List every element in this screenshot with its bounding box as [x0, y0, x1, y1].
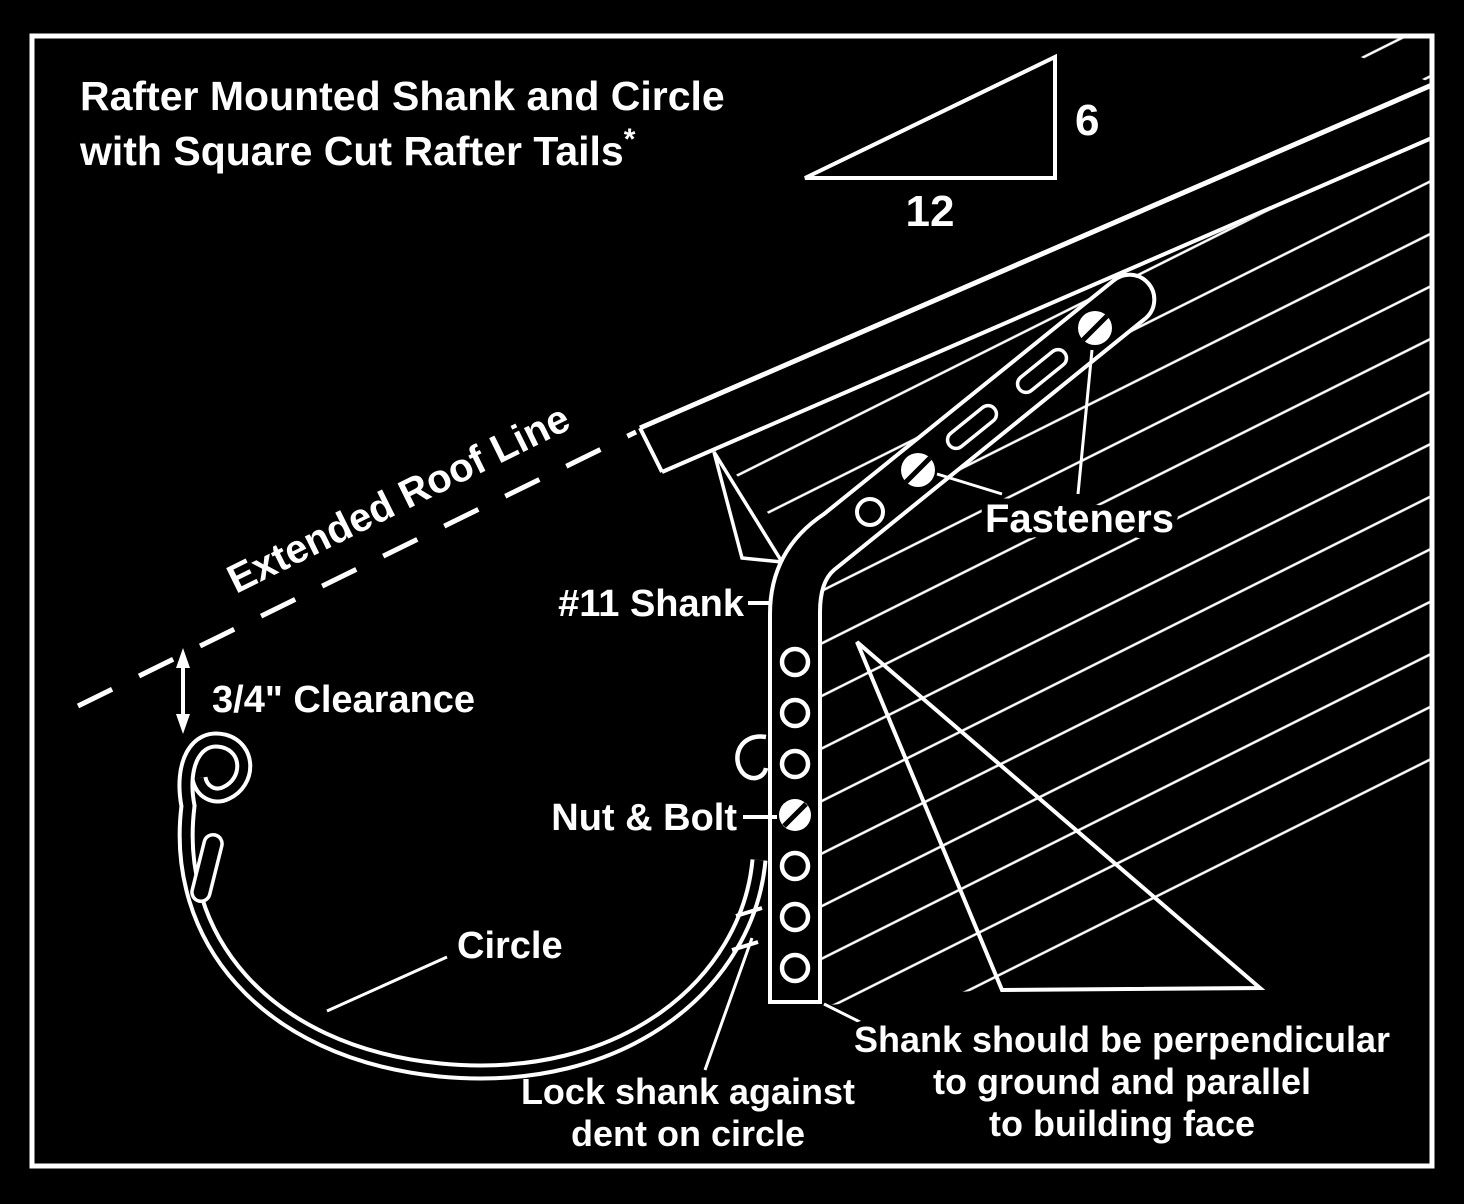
- shank-note-line1: Shank should be perpendicular: [854, 1019, 1390, 1060]
- circle-leader: [326, 955, 448, 1013]
- shank-label: #11 Shank: [558, 583, 745, 625]
- rafter-tail: [712, 451, 786, 565]
- diagram-title-line1: Rafter Mounted Shank and Circle: [80, 73, 725, 119]
- roof-fascia-board: [638, 83, 1430, 474]
- footnote-asterisk: *: [624, 123, 636, 156]
- frame-border: [29, 33, 1435, 1169]
- lock-shank-label-line1: Lock shank against: [521, 1071, 855, 1112]
- gutter-circle: [177, 731, 768, 1081]
- leader-lines: [326, 349, 1094, 1071]
- lock-shank-label-line2: dent on circle: [571, 1113, 805, 1154]
- diagram-title-line2: with Square Cut Rafter Tails*: [79, 123, 636, 174]
- lock-shank-leader: [703, 937, 754, 1071]
- roof-hatching: [664, 140, 1430, 1006]
- clearance-arrow: [176, 648, 190, 734]
- circle-label: Circle: [457, 925, 563, 967]
- building-face-triangle: [855, 640, 1266, 993]
- shank-hook: [735, 734, 769, 781]
- nut-and-bolt: [779, 799, 811, 831]
- circle-dent-marks: [731, 906, 763, 952]
- strap-slot-1: [945, 403, 999, 451]
- diagram-title-line2-text: with Square Cut Rafter Tails: [79, 128, 624, 174]
- pitch-triangle-shape: [804, 53, 1057, 180]
- shank-note-line3: to building face: [989, 1103, 1255, 1144]
- fastener-screw-upper: [1078, 311, 1112, 345]
- circle-clip-link: [190, 832, 224, 904]
- corner-hatching: [1307, 38, 1430, 82]
- clearance-label: 3/4" Clearance: [212, 679, 475, 721]
- pitch-run-label: 12: [906, 187, 955, 236]
- shank-holes: [779, 646, 811, 984]
- roof-pitch-indicator: 6 12: [804, 53, 1099, 236]
- fasteners-leader-2: [1076, 349, 1094, 495]
- strap-slot-2: [1015, 347, 1069, 395]
- shank-strap: [768, 272, 1157, 1004]
- shank-note-line2: to ground and parallel: [933, 1061, 1311, 1102]
- fasteners-leader-1: [936, 472, 1003, 496]
- strap-hardware: [855, 311, 1112, 527]
- fastener-screw-lower: [901, 453, 935, 487]
- shank-note-leader: [823, 1002, 901, 1044]
- fasteners-label: Fasteners: [985, 497, 1174, 541]
- strap-hole: [855, 497, 885, 527]
- extended-roof-line-label: Extended Roof Line: [220, 396, 576, 602]
- extended-roof-line-dashes: [76, 429, 638, 709]
- pitch-rise-label: 6: [1075, 96, 1099, 145]
- nut-bolt-label: Nut & Bolt: [551, 797, 737, 839]
